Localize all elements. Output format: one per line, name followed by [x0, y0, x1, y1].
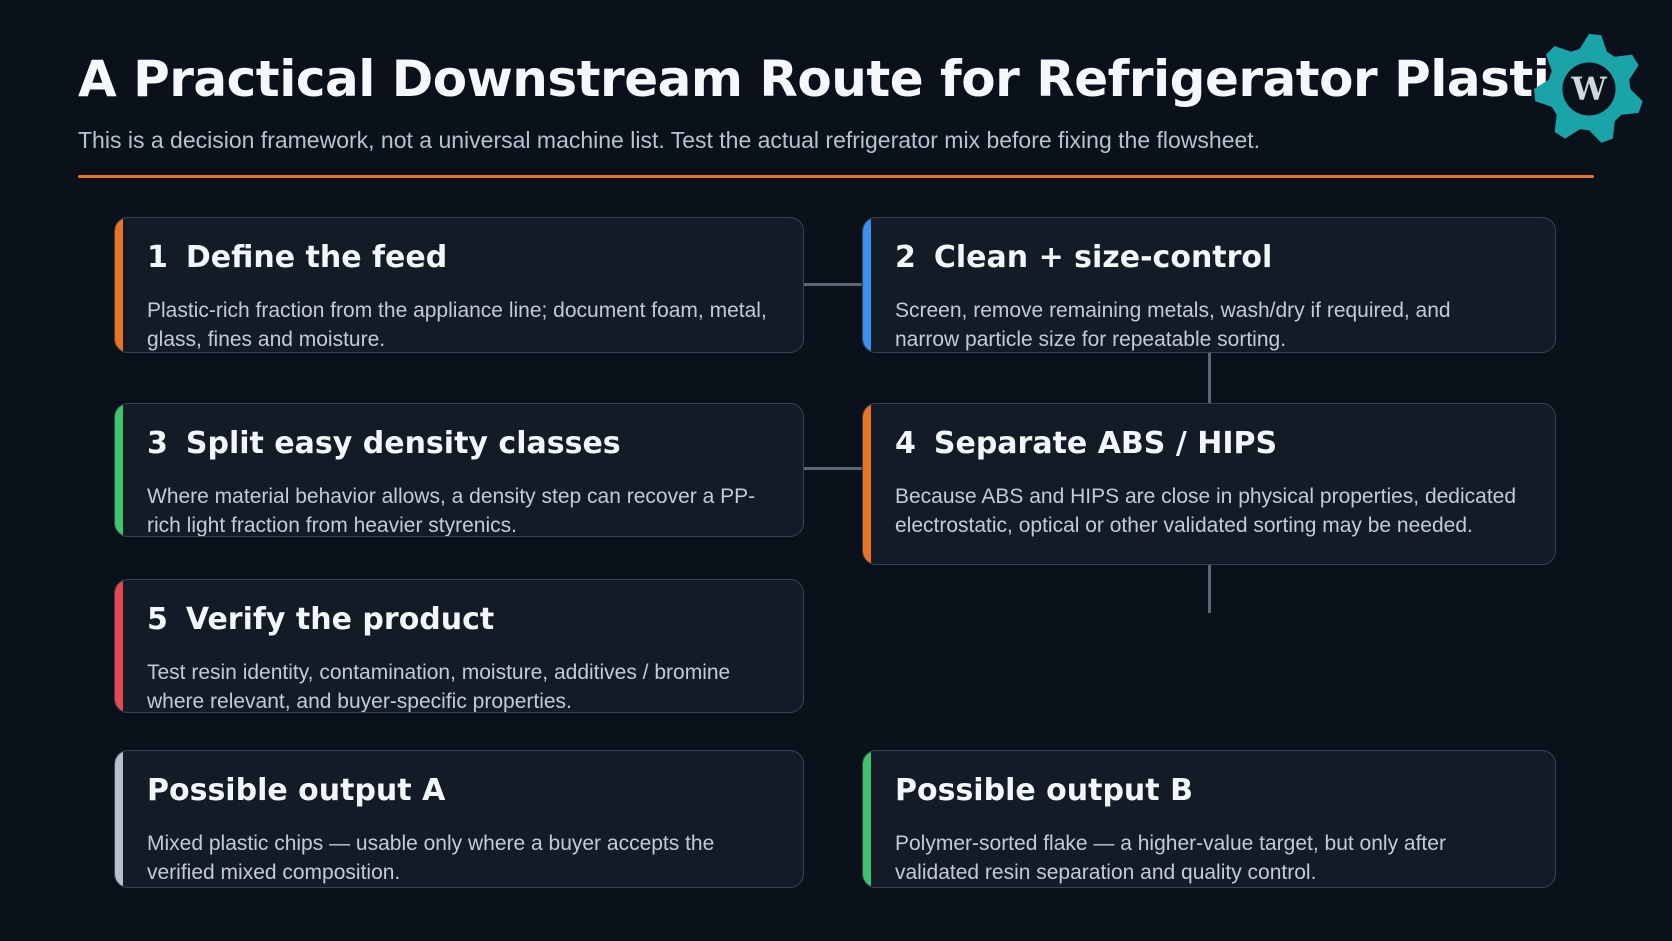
- step-description: Test resin identity, contamination, mois…: [147, 661, 731, 713]
- step-card-2: 2 Clean + size-control Screen, remove rem…: [862, 217, 1556, 353]
- step-title: 1 Define the feed: [147, 240, 447, 275]
- step-number: 3: [147, 426, 168, 461]
- step-card-3: 3 Split easy density classes Where materi…: [114, 403, 804, 537]
- page-title: A Practical Downstream Route for Refrige…: [78, 50, 1608, 108]
- step-card-5: 5 Verify the product Test resin identity,…: [114, 579, 804, 713]
- step-title: 2 Clean + size-control: [895, 240, 1272, 275]
- connector-4-down: [1208, 565, 1211, 613]
- step-title-text: Define the feed: [185, 240, 448, 275]
- step-number: 4: [895, 426, 916, 461]
- step-accent: [863, 404, 871, 564]
- header-divider: [78, 175, 1594, 178]
- step-description: Plastic-rich fraction from the appliance…: [147, 299, 767, 351]
- svg-text:W: W: [1570, 71, 1607, 108]
- step-number: 5: [147, 602, 168, 637]
- step-title: 5 Verify the product: [147, 602, 494, 637]
- step-title-text: Split easy density classes: [185, 426, 621, 461]
- connector-2-4: [1208, 353, 1211, 403]
- step-title-text: Clean + size-control: [933, 240, 1273, 275]
- output-title: Possible output B: [895, 773, 1193, 808]
- step-title-text: Separate ABS / HIPS: [933, 426, 1278, 461]
- page-subtitle: This is a decision framework, not a univ…: [78, 127, 1261, 153]
- output-accent: [115, 751, 123, 887]
- step-accent: [115, 218, 123, 352]
- output-title: Possible output A: [147, 773, 446, 808]
- step-description: Screen, remove remaining metals, wash/dr…: [895, 299, 1451, 351]
- step-number: 1: [147, 240, 168, 275]
- gear-logo-icon: W: [1533, 33, 1643, 143]
- step-accent: [863, 218, 871, 352]
- output-accent: [863, 751, 871, 887]
- step-description: Where material behavior allows, a densit…: [147, 485, 756, 537]
- output-description: Mixed plastic chips — usable only where …: [147, 832, 715, 884]
- step-accent: [115, 580, 123, 712]
- step-number: 2: [895, 240, 916, 275]
- step-card-1: 1 Define the feed Plastic-rich fraction f…: [114, 217, 804, 353]
- connector-1-2: [804, 283, 862, 286]
- step-accent: [115, 404, 123, 536]
- step-title-text: Verify the product: [185, 602, 495, 637]
- step-card-4: 4 Separate ABS / HIPS Because ABS and HIP…: [862, 403, 1556, 565]
- output-card-a: Possible output A Mixed plastic chips — …: [114, 750, 804, 888]
- output-description: Polymer-sorted flake — a higher-value ta…: [895, 832, 1446, 884]
- step-title: 4 Separate ABS / HIPS: [895, 426, 1277, 461]
- connector-3-4: [804, 467, 862, 470]
- step-title: 3 Split easy density classes: [147, 426, 621, 461]
- step-description: Because ABS and HIPS are close in physic…: [895, 485, 1517, 537]
- output-card-b: Possible output B Polymer-sorted flake —…: [862, 750, 1556, 888]
